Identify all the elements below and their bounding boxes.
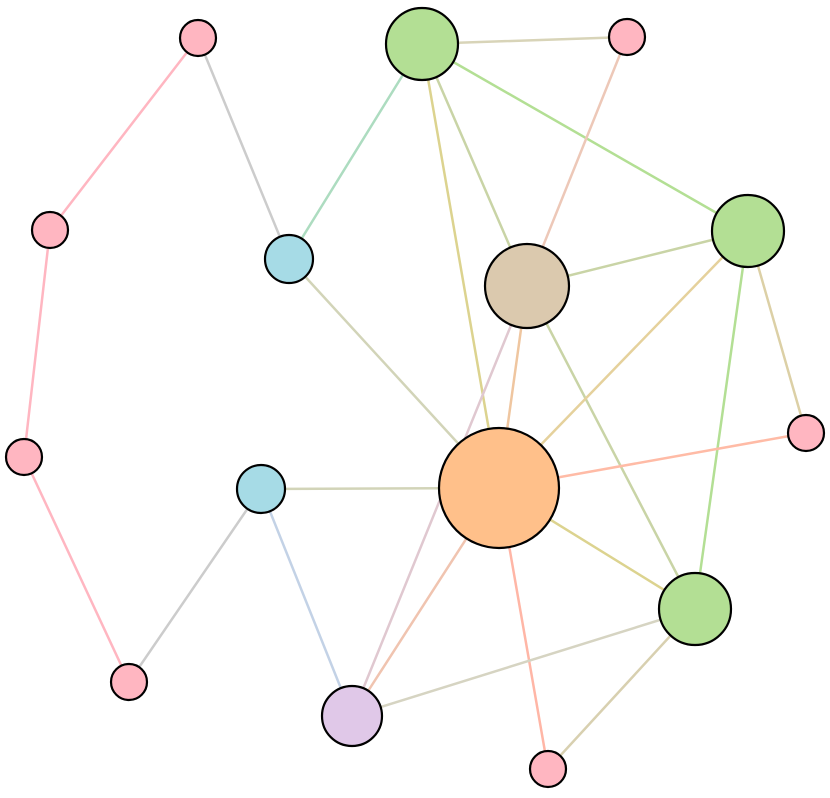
edge-n11-n7	[525, 35, 629, 288]
edge-n13-n9	[127, 487, 263, 684]
node-n14[interactable]	[320, 684, 384, 748]
node-n8[interactable]	[786, 413, 826, 453]
edge-n4-n13	[22, 455, 131, 684]
edge-n7-n12	[525, 284, 697, 611]
edge-n3-n4	[22, 228, 52, 459]
edge-n9-n14	[259, 487, 354, 718]
node-n6[interactable]	[710, 193, 786, 269]
nodes-layer	[4, 6, 826, 789]
node-n4[interactable]	[4, 437, 44, 477]
edge-n2-n6	[420, 42, 750, 233]
edge-n2-n5	[287, 42, 424, 261]
node-n10[interactable]	[437, 426, 561, 550]
node-n1[interactable]	[178, 18, 218, 58]
node-n7[interactable]	[483, 242, 571, 330]
edge-n1-n3	[48, 36, 200, 232]
edge-n12-n14	[350, 607, 697, 718]
edge-n1-n5	[196, 36, 291, 261]
node-n5[interactable]	[263, 233, 315, 285]
edge-n2-n7	[420, 42, 529, 288]
node-n9[interactable]	[235, 463, 287, 515]
node-n2[interactable]	[384, 6, 460, 82]
edge-n2-n10	[420, 42, 501, 490]
node-n15[interactable]	[528, 749, 568, 789]
node-n12[interactable]	[657, 571, 733, 647]
edges-layer	[22, 35, 808, 771]
node-n13[interactable]	[109, 662, 149, 702]
edge-n6-n12	[693, 229, 750, 611]
node-n11[interactable]	[607, 17, 647, 57]
node-n3[interactable]	[30, 210, 70, 250]
